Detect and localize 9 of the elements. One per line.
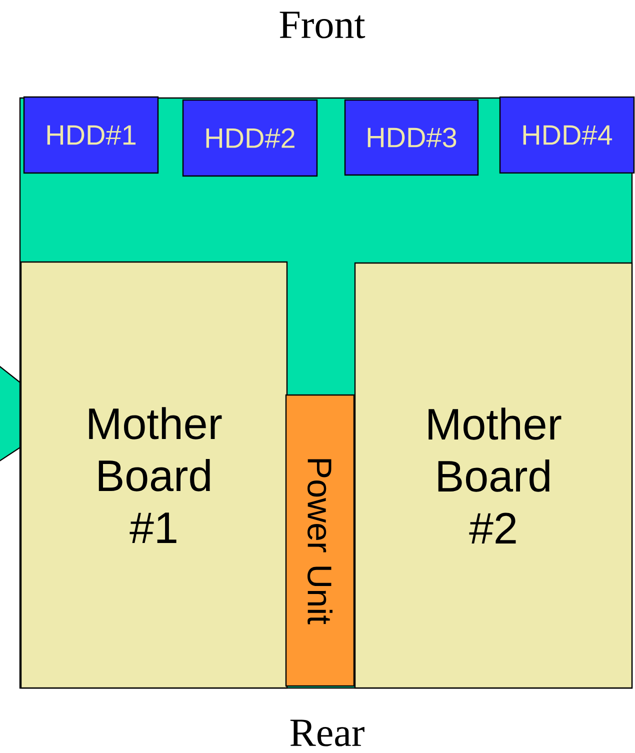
side-label: Front xyxy=(280,12,366,38)
board-box: Mother Board #1 xyxy=(20,261,288,689)
side-label: Rear xyxy=(290,720,364,746)
drive-box: HDD#4 xyxy=(499,96,635,174)
drive-box: HDD#3 xyxy=(344,99,479,176)
power-unit-box: Power Unit xyxy=(285,394,355,687)
drive-box: HDD#2 xyxy=(182,99,318,177)
board-box: Mother Board #2 xyxy=(354,262,633,689)
drive-box: HDD#1 xyxy=(23,96,159,174)
